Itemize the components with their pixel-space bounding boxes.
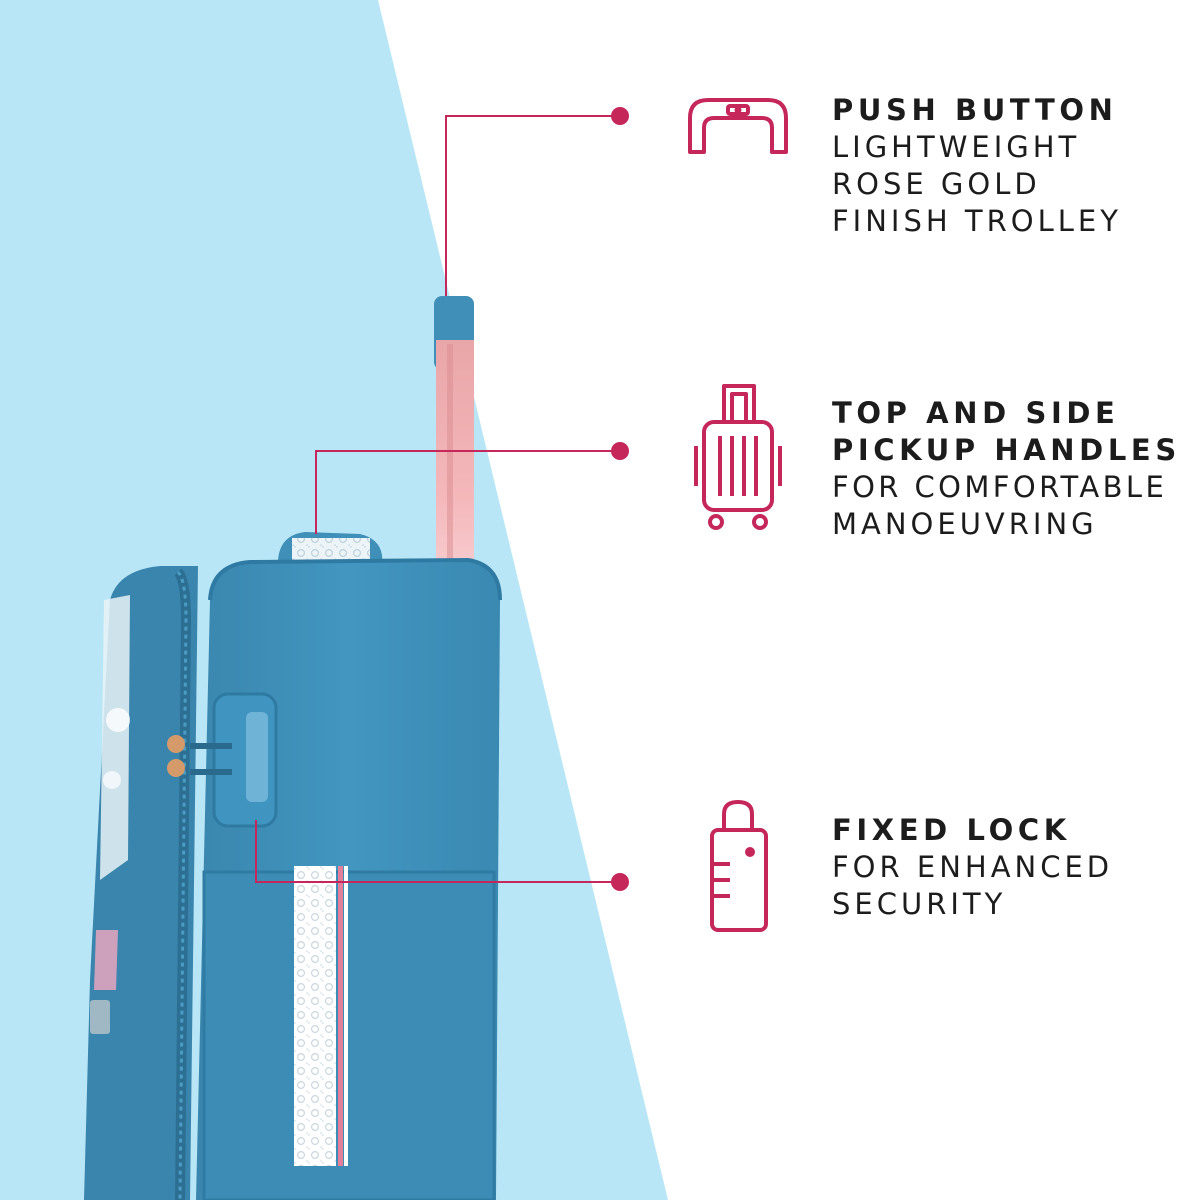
feature-handles: TOP AND SIDE PICKUP HANDLES FOR COMFORTA… (832, 395, 1181, 543)
suitcase-side (84, 566, 198, 1200)
trolley-handle (434, 296, 474, 562)
front-pocket (202, 870, 496, 1200)
feature-trolley: PUSH BUTTON LIGHTWEIGHT ROSE GOLD FINISH… (832, 92, 1122, 240)
feature-title: PICKUP HANDLES (832, 433, 1181, 467)
callout-dot-trolley (611, 107, 629, 125)
feature-lock: FIXED LOCK FOR ENHANCED SECURITY (832, 812, 1113, 923)
callout-dot-handles (611, 442, 629, 460)
feature-title: FIXED LOCK (832, 813, 1071, 847)
feature-line: ROSE GOLD (832, 167, 1041, 201)
callout-lines (255, 115, 620, 883)
feature-line: FOR COMFORTABLE (832, 470, 1168, 504)
padlock-icon (710, 800, 768, 932)
trolley-handle-icon (688, 98, 788, 154)
feature-line: SECURITY (832, 887, 1007, 921)
lace-ribbon (294, 866, 348, 1166)
feature-title: PUSH BUTTON (832, 93, 1118, 127)
feature-line: FINISH TROLLEY (832, 204, 1122, 238)
top-handle (278, 532, 383, 565)
combination-lock (167, 692, 278, 828)
suitcase-icon (694, 384, 782, 530)
feature-line: FOR ENHANCED (832, 850, 1114, 884)
feature-line: MANOEUVRING (832, 507, 1098, 541)
feature-title: TOP AND SIDE (832, 396, 1120, 430)
feature-line: LIGHTWEIGHT (832, 130, 1081, 164)
callout-dot-lock (611, 873, 629, 891)
